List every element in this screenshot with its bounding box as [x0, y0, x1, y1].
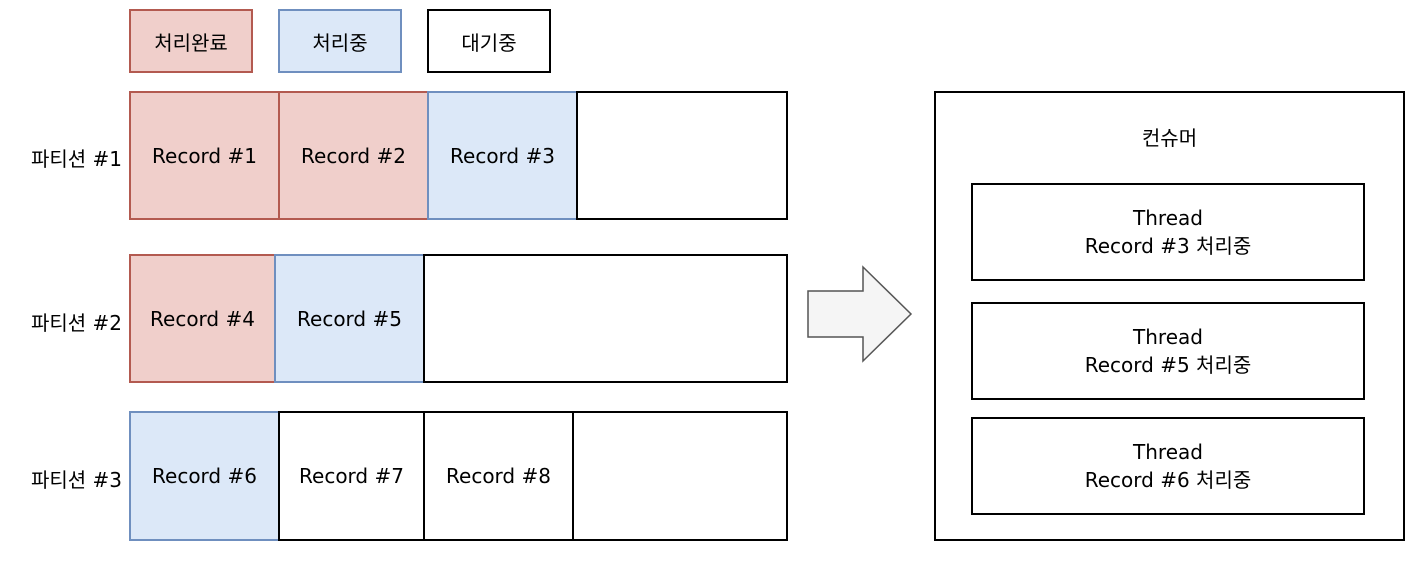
empty-slot — [576, 91, 788, 220]
thread-status: Record #6 처리중 — [1084, 468, 1252, 492]
consumer-box — [934, 91, 1405, 541]
record-cell: Record #2 — [278, 91, 429, 220]
record-label: Record #4 — [150, 306, 255, 331]
consumer-title: 컨슈머 — [1141, 126, 1198, 150]
record-cell: Record #6 — [129, 411, 280, 541]
thread-name: Thread — [1133, 206, 1203, 230]
record-cell: Record #4 — [129, 254, 276, 383]
legend-processing: 처리중 — [278, 9, 402, 73]
empty-slot — [572, 411, 788, 541]
record-label: Record #3 — [450, 143, 555, 168]
partition-label: 파티션 #2 — [30, 311, 122, 335]
legend-done: 처리완료 — [129, 9, 253, 73]
right-arrow-icon — [807, 265, 913, 363]
record-label: Record #6 — [152, 464, 257, 488]
thread-name: Thread — [1133, 325, 1203, 349]
record-cell: Record #3 — [427, 91, 578, 220]
record-cell: Record #1 — [129, 91, 280, 220]
record-cell: Record #7 — [278, 411, 425, 541]
record-label: Record #2 — [301, 143, 406, 168]
record-label: Record #8 — [446, 464, 551, 488]
partition-label: 파티션 #1 — [30, 147, 122, 171]
legend-processing-label: 처리중 — [312, 30, 368, 55]
thread-status: Record #5 처리중 — [1084, 353, 1252, 377]
record-cell: Record #8 — [423, 411, 574, 541]
record-cell: Record #5 — [274, 254, 425, 383]
legend-waiting: 대기중 — [427, 9, 551, 73]
legend-waiting-label: 대기중 — [461, 30, 517, 55]
thread-name: Thread — [1133, 440, 1203, 464]
thread-box: Thread Record #6 처리중 — [971, 417, 1365, 515]
record-label: Record #5 — [297, 306, 402, 331]
thread-box: Thread Record #3 처리중 — [971, 183, 1365, 281]
record-label: Record #1 — [152, 143, 257, 168]
partition-label: 파티션 #3 — [30, 468, 122, 492]
thread-status: Record #3 처리중 — [1084, 234, 1252, 258]
thread-box: Thread Record #5 처리중 — [971, 302, 1365, 400]
legend-done-label: 처리완료 — [154, 30, 228, 55]
record-label: Record #7 — [299, 464, 404, 488]
empty-slot — [423, 254, 788, 383]
